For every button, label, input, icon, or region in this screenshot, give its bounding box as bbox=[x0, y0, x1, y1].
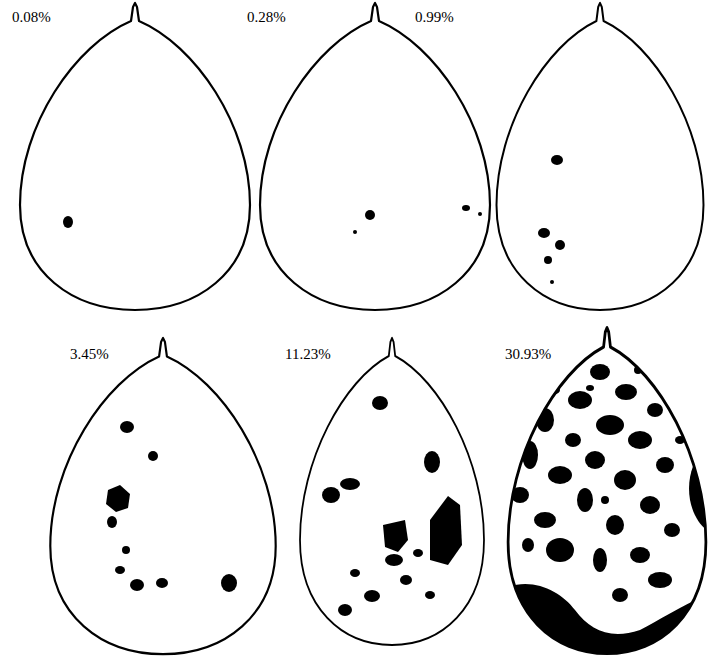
leaf-outline bbox=[50, 338, 275, 654]
severity-percent: 30.93% bbox=[505, 345, 551, 363]
leaf-outline bbox=[497, 3, 704, 310]
leaf-outline bbox=[20, 3, 250, 310]
severity-percent: 0.28% bbox=[247, 8, 286, 26]
severity-percent: 11.23% bbox=[285, 345, 331, 363]
leaf-outline bbox=[260, 3, 490, 310]
severity-percent: 3.45% bbox=[70, 345, 109, 363]
severity-percent: 0.99% bbox=[415, 8, 454, 26]
spotted-leaf bbox=[500, 364, 710, 659]
leaf-outline bbox=[508, 328, 706, 653]
severity-percent: 0.08% bbox=[12, 8, 51, 26]
leaf-outline bbox=[300, 338, 484, 645]
